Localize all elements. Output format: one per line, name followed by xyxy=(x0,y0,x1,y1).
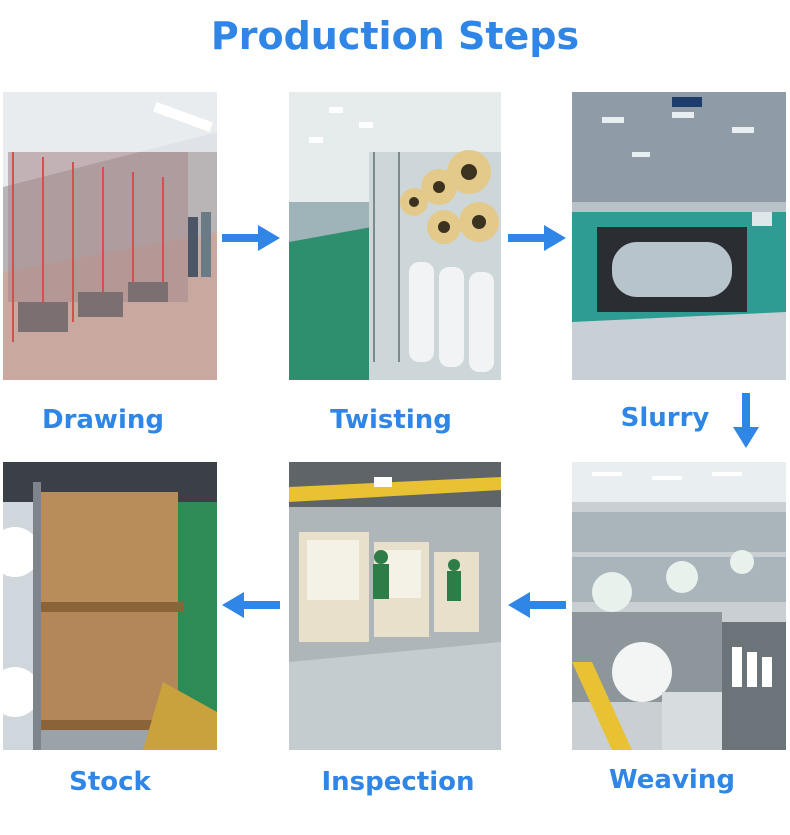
step-label-weaving: Weaving xyxy=(609,765,735,795)
photo-drawing xyxy=(3,92,217,380)
photo-weaving xyxy=(572,462,786,750)
photo-inspection xyxy=(289,462,501,750)
photo-twisting xyxy=(289,92,501,380)
arrow-left-icon xyxy=(222,592,280,618)
arrow-right-icon xyxy=(508,225,566,251)
arrow-down-icon xyxy=(733,393,759,448)
photo-stock xyxy=(3,462,217,750)
step-label-slurry: Slurry xyxy=(620,403,710,433)
arrow-left-icon xyxy=(508,592,566,618)
arrow-right-icon xyxy=(222,225,280,251)
step-label-stock: Stock xyxy=(69,767,151,797)
page-title: Production Steps xyxy=(210,14,580,58)
step-label-twisting: Twisting xyxy=(330,405,452,435)
photo-slurry xyxy=(572,92,786,380)
step-label-drawing: Drawing xyxy=(41,405,164,435)
step-label-inspection: Inspection xyxy=(321,767,475,797)
